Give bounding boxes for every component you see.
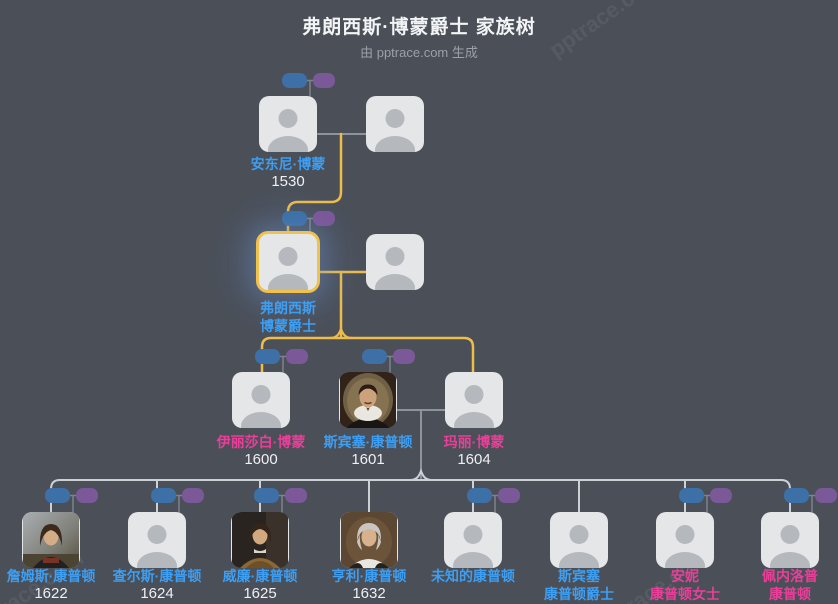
person-label: 佩内洛普康普顿	[724, 567, 838, 603]
collapsed-male-pill[interactable]	[151, 488, 176, 503]
person-avatar-icon	[268, 109, 308, 152]
collapsed-male-pill[interactable]	[362, 349, 387, 364]
person-label: 斯宾塞康普顿爵士	[513, 567, 645, 603]
person-year: 1622	[34, 585, 68, 602]
person-year: 1604	[457, 451, 491, 468]
person-year: 1530	[271, 173, 305, 190]
person-name-line2: 康普顿女士	[650, 586, 720, 602]
person-node-anthony-spouse[interactable]	[366, 96, 424, 152]
person-avatar-icon	[241, 385, 281, 428]
person-name: 安东尼·博蒙	[250, 156, 326, 172]
person-name: 伊丽莎白·博蒙	[216, 434, 306, 450]
person-label: 弗朗西斯博蒙爵士	[222, 299, 354, 335]
person-year: 1632	[352, 585, 386, 602]
person-node-elizabeth[interactable]	[232, 372, 290, 428]
person-avatar-icon	[137, 525, 177, 568]
person-name-line2: 康普顿	[769, 586, 811, 602]
person-name: 亨利·康普顿	[331, 568, 407, 584]
person-name: 詹姆斯·康普顿	[6, 568, 96, 584]
person-avatar-icon	[268, 247, 308, 290]
collapsed-male-pill[interactable]	[467, 488, 492, 503]
person-name: 斯宾塞	[558, 568, 600, 584]
collapsed-female-pill[interactable]	[313, 73, 335, 88]
person-avatar-icon	[770, 525, 810, 568]
collapsed-male-pill[interactable]	[282, 211, 307, 226]
person-name: 佩内洛普	[762, 568, 818, 584]
person-node-penelope[interactable]	[761, 512, 819, 568]
collapsed-female-pill[interactable]	[76, 488, 98, 503]
person-name: 斯宾塞·康普顿	[323, 434, 413, 450]
page-subtitle: 由 pptrace.com 生成	[360, 45, 478, 60]
collapsed-male-pill[interactable]	[282, 73, 307, 88]
portrait-image	[23, 512, 79, 568]
person-label: 安妮康普顿女士	[619, 567, 751, 603]
person-label: 未知的康普顿	[407, 567, 539, 585]
portrait-image	[341, 512, 397, 568]
person-name: 安妮	[671, 568, 699, 584]
person-name: 查尔斯·康普顿	[112, 568, 202, 584]
collapsed-female-pill[interactable]	[285, 488, 307, 503]
portrait-image	[232, 512, 288, 568]
collapsed-female-pill[interactable]	[286, 349, 308, 364]
person-node-william[interactable]	[231, 512, 289, 568]
person-node-henry[interactable]	[340, 512, 398, 568]
person-node-spencer[interactable]	[339, 372, 397, 428]
person-name-line2: 康普顿爵士	[544, 586, 614, 602]
person-name: 威廉·康普顿	[222, 568, 298, 584]
person-year: 1601	[351, 451, 385, 468]
person-node-mary[interactable]	[445, 372, 503, 428]
collapsed-female-pill[interactable]	[815, 488, 837, 503]
collapsed-female-pill[interactable]	[393, 349, 415, 364]
person-year: 1600	[244, 451, 278, 468]
person-avatar-icon	[375, 247, 415, 290]
person-avatar-icon	[375, 109, 415, 152]
person-node-spencer-jr[interactable]	[550, 512, 608, 568]
person-node-francis[interactable]	[256, 231, 320, 293]
person-node-anthony[interactable]	[259, 96, 317, 152]
person-name: 未知的康普顿	[431, 568, 515, 584]
person-node-charles[interactable]	[128, 512, 186, 568]
collapsed-male-pill[interactable]	[255, 349, 280, 364]
collapsed-male-pill[interactable]	[254, 488, 279, 503]
person-name-line2: 博蒙爵士	[260, 318, 316, 334]
collapsed-female-pill[interactable]	[313, 211, 335, 226]
person-name: 玛丽·博蒙	[443, 434, 505, 450]
portrait-image	[340, 372, 396, 428]
person-node-james[interactable]	[22, 512, 80, 568]
person-node-francis-spouse[interactable]	[366, 234, 424, 290]
collapsed-male-pill[interactable]	[679, 488, 704, 503]
person-name: 弗朗西斯	[260, 300, 316, 316]
person-node-unknown[interactable]	[444, 512, 502, 568]
person-node-anne[interactable]	[656, 512, 714, 568]
page-title: 弗朗西斯·博蒙爵士 家族树	[302, 17, 536, 38]
person-avatar-icon	[665, 525, 705, 568]
collapsed-male-pill[interactable]	[45, 488, 70, 503]
person-avatar-icon	[453, 525, 493, 568]
collapsed-female-pill[interactable]	[498, 488, 520, 503]
collapsed-male-pill[interactable]	[784, 488, 809, 503]
person-avatar-icon	[559, 525, 599, 568]
collapsed-female-pill[interactable]	[182, 488, 204, 503]
collapsed-female-pill[interactable]	[710, 488, 732, 503]
person-avatar-icon	[454, 385, 494, 428]
person-year: 1624	[140, 585, 174, 602]
person-year: 1625	[243, 585, 277, 602]
